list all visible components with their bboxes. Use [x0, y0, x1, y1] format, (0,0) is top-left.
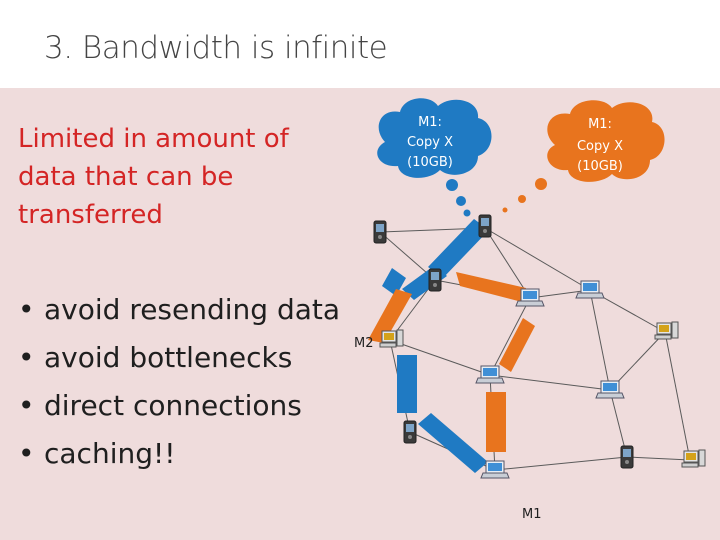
node-label-m1: M1	[522, 507, 542, 522]
orange-path	[368, 272, 535, 452]
laptop-icon	[475, 365, 505, 384]
phone-icon	[428, 268, 442, 292]
cloud-right-line1: M1:	[588, 117, 612, 132]
cloud-right: M1: Copy X (10GB)	[502, 100, 665, 213]
bullet-item: •caching!!	[18, 437, 176, 470]
orange-link	[456, 272, 526, 302]
bullet-item: •direct connections	[18, 389, 302, 422]
slide-subtitle: Limited in amount of data that can be tr…	[18, 124, 289, 230]
cloud-left-line3: (10GB)	[407, 155, 453, 170]
phone-icon	[478, 214, 492, 238]
pc-icon	[379, 329, 404, 348]
cloud-left-line1: M1:	[418, 115, 442, 130]
orange-link	[368, 289, 412, 343]
blue-link	[397, 355, 417, 413]
orange-link	[486, 392, 506, 452]
phone-icon	[620, 445, 634, 469]
node-label-m2: M2	[354, 336, 374, 351]
title-bar: 3. Bandwidth is infinite	[0, 0, 720, 88]
orange-link	[499, 318, 535, 372]
bullet-list: •avoid resending data •avoid bottlenecks…	[18, 286, 340, 478]
blue-link	[418, 413, 488, 473]
slide-title: 3. Bandwidth is infinite	[44, 30, 388, 66]
laptop-icon	[575, 280, 605, 299]
blue-link	[428, 219, 489, 278]
laptop-icon	[595, 380, 625, 399]
phone-icon	[373, 220, 387, 244]
bullet-item: •avoid resending data	[18, 293, 341, 326]
cloud-right-line3: (10GB)	[577, 159, 623, 174]
blue-link	[382, 268, 406, 296]
cloud-right-line2: Copy X	[577, 139, 623, 154]
pc-icon	[654, 321, 679, 340]
cloud-left-line2: Copy X	[407, 135, 453, 150]
bullet-item: •avoid bottlenecks	[18, 341, 293, 374]
phone-icon	[403, 420, 417, 444]
cloud-left: M1: Copy X (10GB)	[377, 98, 492, 217]
network-links	[379, 227, 691, 471]
pc-icon	[681, 449, 706, 468]
